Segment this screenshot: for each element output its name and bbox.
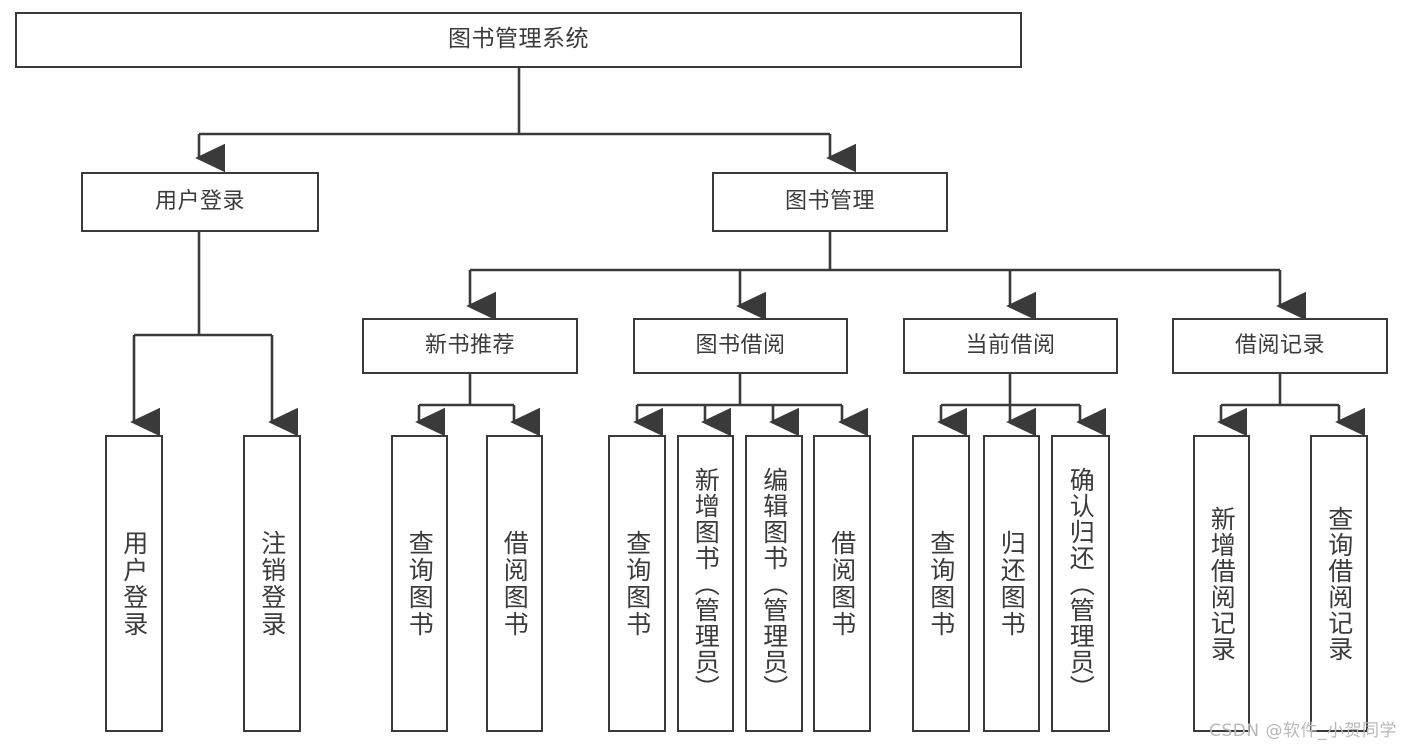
leaf-label: 确认归还（管理员）: [1066, 466, 1096, 701]
leaf-borrow-record-add[interactable]: 新增借阅记录: [1193, 435, 1250, 732]
leaf-label: 新增图书（管理员）: [691, 466, 721, 701]
node-label: 当前借阅: [965, 332, 1056, 358]
leaf-book-borrow-add[interactable]: 新增图书（管理员）: [677, 435, 734, 732]
node-root-system[interactable]: 图书管理系统: [15, 12, 1022, 68]
leaf-label: 用户登录: [119, 529, 149, 638]
leaf-new-book-borrow[interactable]: 借阅图书: [486, 435, 543, 732]
leaf-user-login-login[interactable]: 用户登录: [105, 435, 163, 732]
node-book-borrow[interactable]: 图书借阅: [633, 318, 848, 374]
node-book-management[interactable]: 图书管理: [712, 172, 948, 232]
leaf-label: 查询借阅记录: [1324, 505, 1354, 662]
node-label: 图书管理系统: [448, 26, 589, 53]
leaf-label: 借阅图书: [500, 529, 530, 638]
leaf-book-borrow-query[interactable]: 查询图书: [608, 435, 666, 732]
node-new-book-recommend[interactable]: 新书推荐: [362, 318, 578, 374]
node-label: 图书借阅: [695, 332, 786, 358]
leaf-book-borrow-borrow[interactable]: 借阅图书: [813, 435, 871, 732]
leaf-new-book-query[interactable]: 查询图书: [391, 435, 448, 732]
watermark-text: CSDN @软件_小贺同学: [1209, 721, 1397, 741]
node-label: 借阅记录: [1234, 332, 1325, 358]
leaf-user-login-logout[interactable]: 注销登录: [243, 435, 301, 732]
leaf-label: 查询图书: [926, 529, 956, 638]
node-borrow-record[interactable]: 借阅记录: [1172, 318, 1388, 374]
node-current-borrow[interactable]: 当前借阅: [903, 318, 1118, 374]
node-label: 图书管理: [784, 188, 875, 214]
node-label: 新书推荐: [424, 332, 515, 358]
leaf-borrow-record-query[interactable]: 查询借阅记录: [1310, 435, 1368, 732]
leaf-label: 注销登录: [257, 529, 287, 638]
leaf-label: 查询图书: [622, 529, 652, 638]
leaf-label: 归还图书: [997, 529, 1027, 638]
leaf-label: 借阅图书: [827, 529, 857, 638]
node-user-login[interactable]: 用户登录: [81, 172, 319, 232]
leaf-current-borrow-confirm-return[interactable]: 确认归还（管理员）: [1051, 435, 1110, 732]
leaf-label: 新增借阅记录: [1207, 505, 1237, 662]
leaf-book-borrow-edit[interactable]: 编辑图书（管理员）: [745, 435, 803, 732]
leaf-label: 编辑图书（管理员）: [759, 466, 789, 701]
node-label: 用户登录: [154, 188, 245, 214]
leaf-current-borrow-return[interactable]: 归还图书: [983, 435, 1040, 732]
leaf-current-borrow-query[interactable]: 查询图书: [912, 435, 970, 732]
leaf-label: 查询图书: [405, 529, 435, 638]
